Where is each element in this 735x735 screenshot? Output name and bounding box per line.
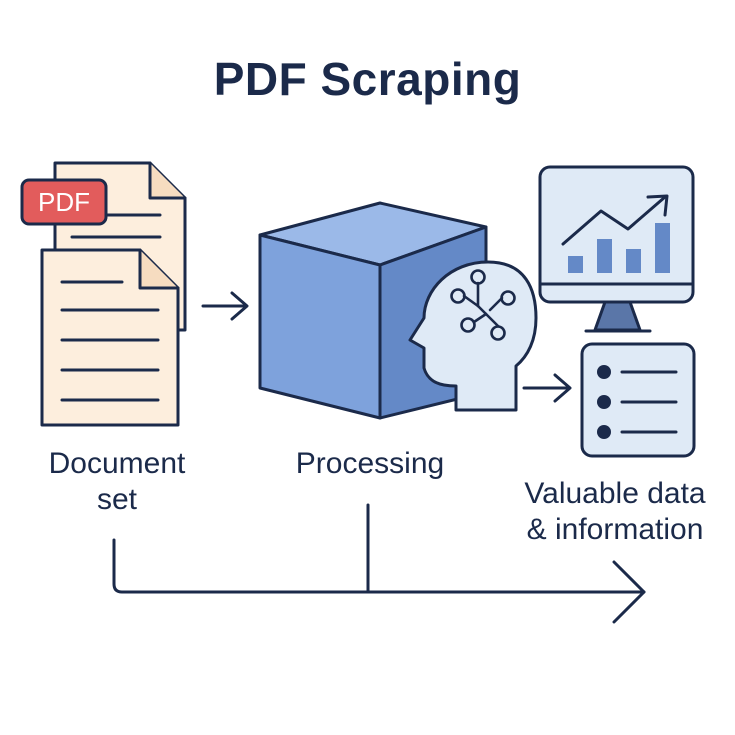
- document-set-label: Document set: [22, 446, 212, 518]
- valuable-data-label-line2: & information: [526, 513, 704, 546]
- document-set-label-line1: Document: [48, 447, 186, 480]
- document-stack-icon: [40, 161, 187, 427]
- valuable-data-label: Valuable data & information: [500, 476, 730, 548]
- arrow-to-processing: [201, 291, 249, 321]
- ai-head-icon: [408, 260, 538, 412]
- chart-monitor-icon: [538, 165, 695, 333]
- valuable-data-label-line1: Valuable data: [524, 477, 706, 510]
- page-title: PDF Scraping: [213, 53, 522, 105]
- flow-timeline: [112, 503, 646, 624]
- document-set-label-line2: set: [96, 483, 138, 516]
- pdf-badge-icon: [20, 178, 108, 226]
- list-card-icon: [580, 342, 696, 458]
- pdf-badge-label: PDF: [38, 187, 90, 217]
- arrow-to-output: [522, 373, 572, 403]
- processing-label: Processing: [295, 447, 445, 480]
